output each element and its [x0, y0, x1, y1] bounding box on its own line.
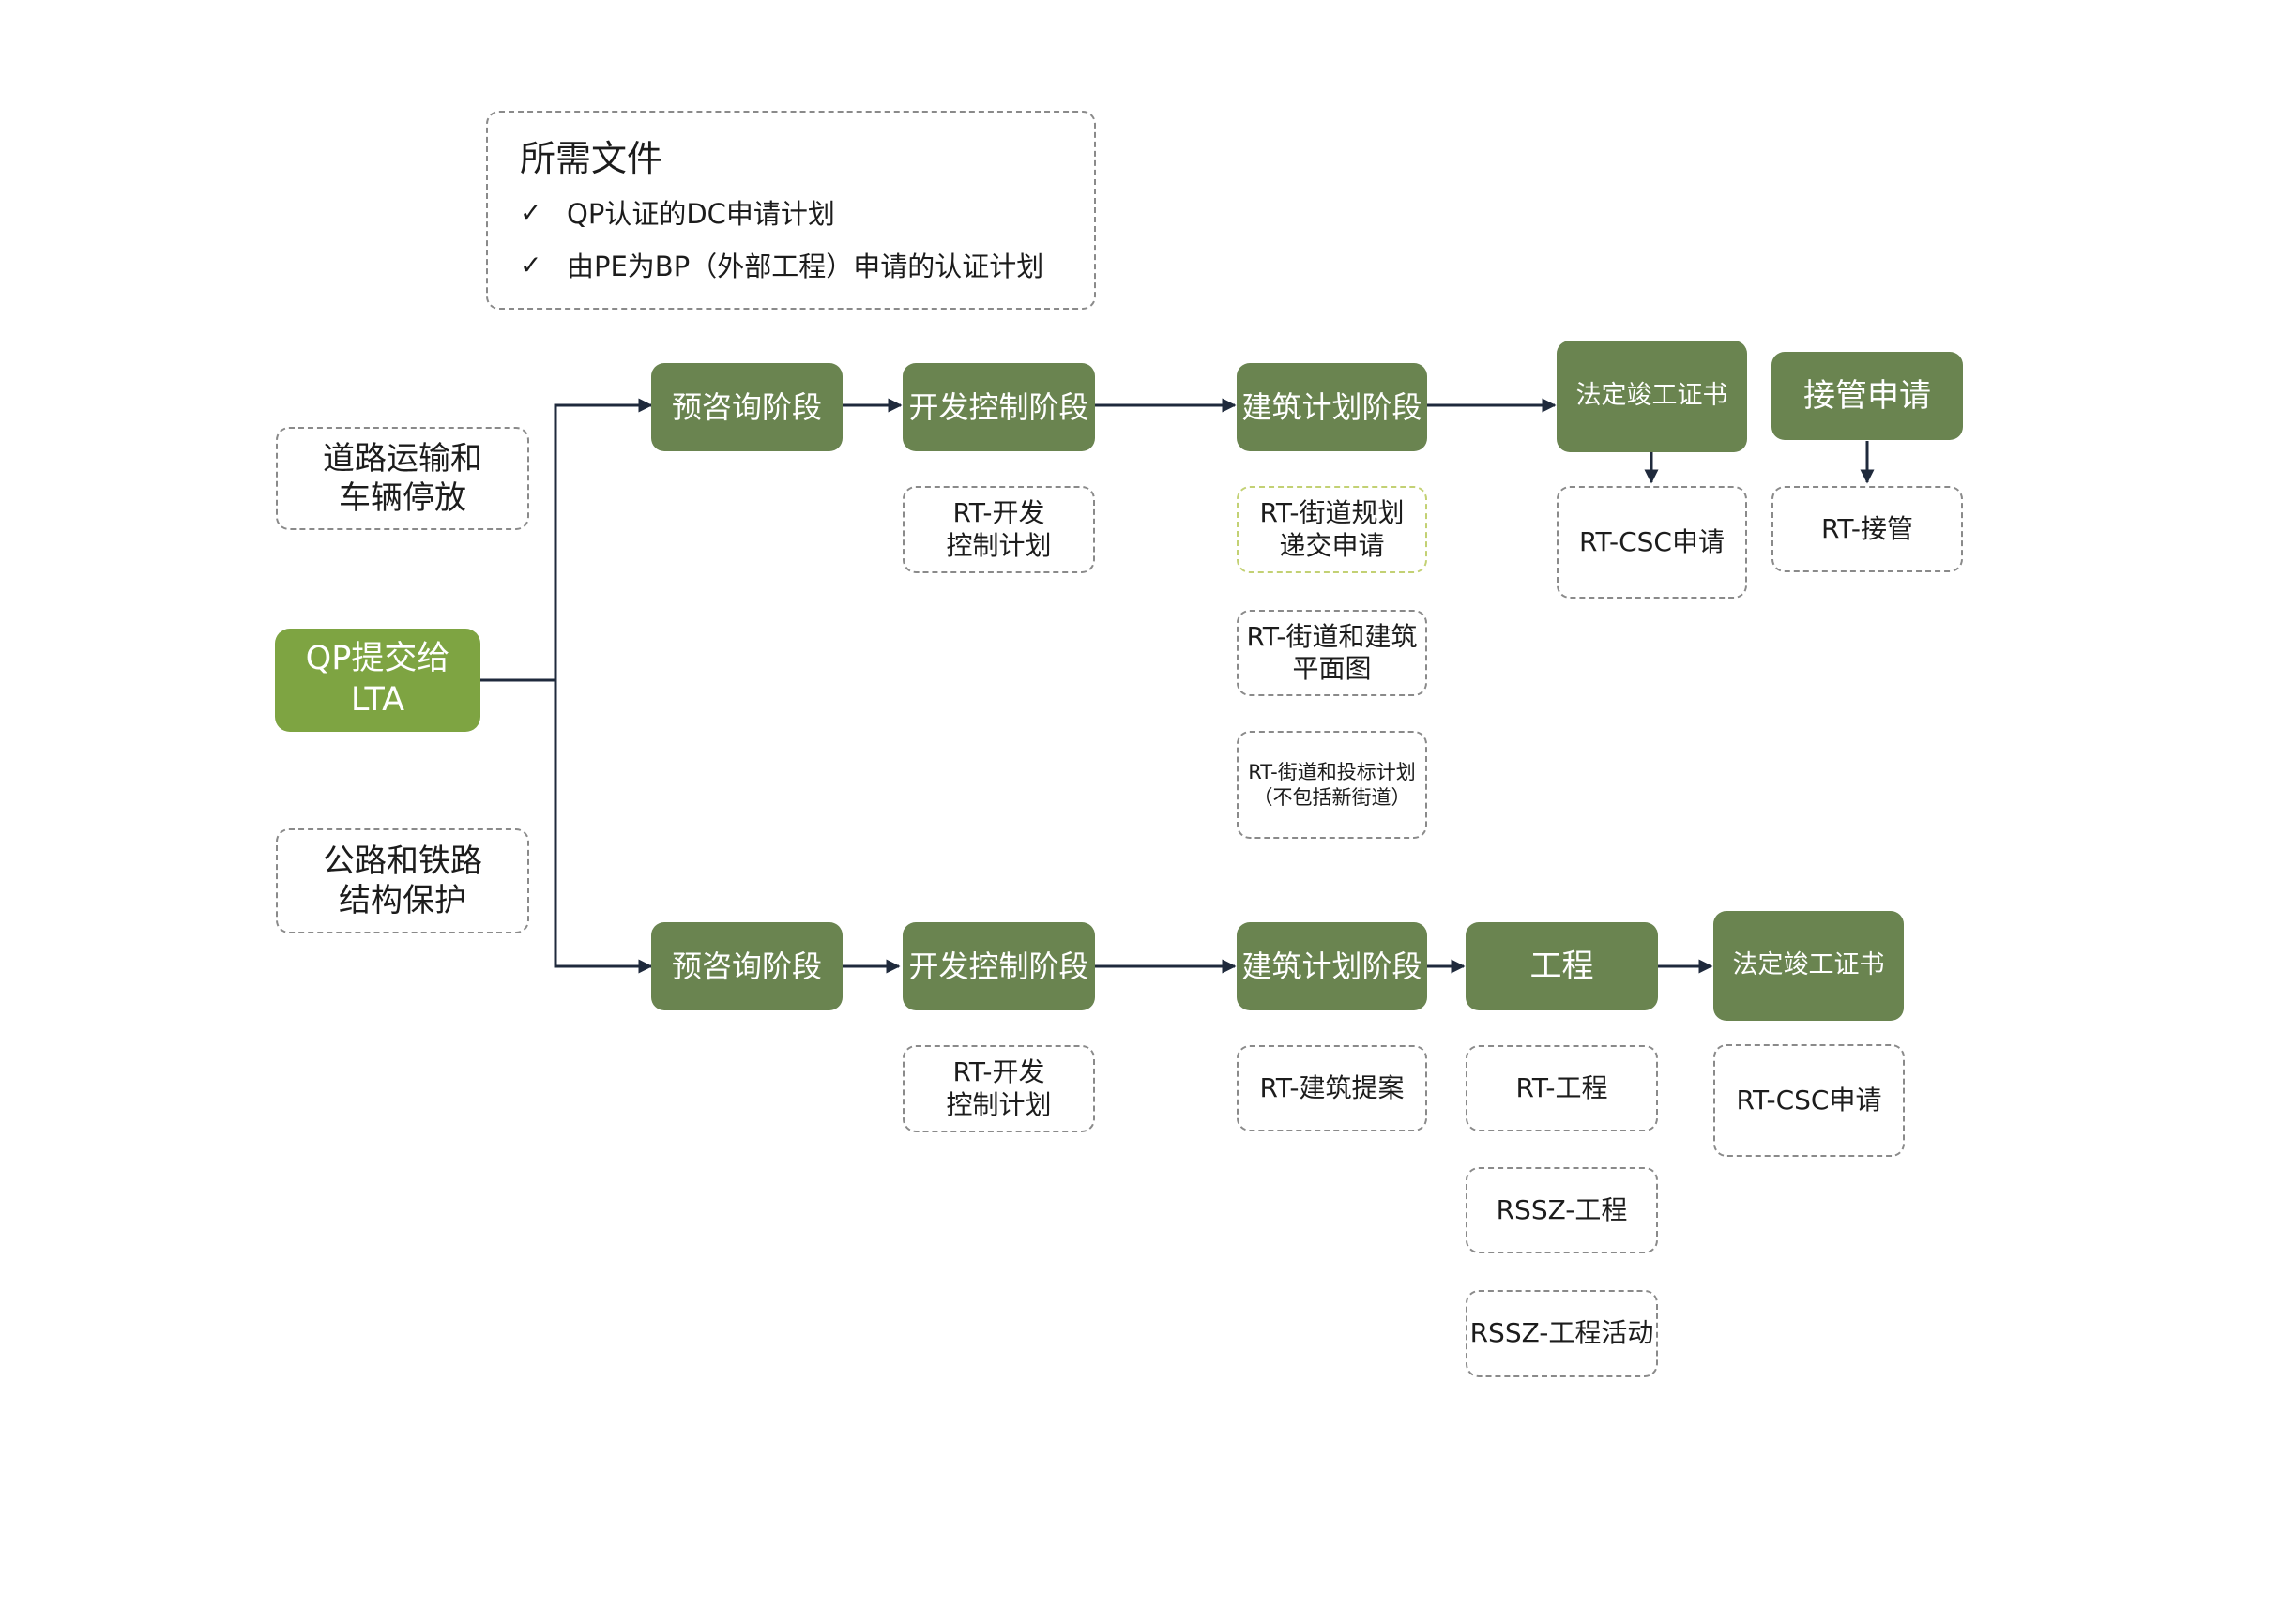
top-doc-csc: RT-CSC申请	[1557, 486, 1747, 599]
check-icon: ✓	[520, 196, 542, 228]
top-doc-dev-control: RT-开发 控制计划	[903, 486, 1095, 573]
required-documents-title: 所需文件	[520, 138, 663, 179]
top-stage-takeover: 接管申请	[1771, 352, 1963, 440]
bottom-doc-rssz-works: RSSZ-工程	[1466, 1167, 1658, 1253]
bottom-stage-building-plan: 建筑计划阶段	[1237, 922, 1427, 1010]
bottom-doc-csc: RT-CSC申请	[1713, 1044, 1905, 1157]
required-doc-item: ✓ QP认证的DC申请计划	[520, 192, 1094, 232]
bottom-stage-works: 工程	[1466, 922, 1658, 1010]
branch-bottom-arrow	[554, 680, 653, 974]
bottom-doc-works: RT-工程	[1466, 1045, 1658, 1131]
top-stage-csc: 法定竣工证书	[1557, 341, 1747, 452]
top-stage-development-control: 开发控制阶段	[903, 363, 1095, 451]
top-doc-street-plan: RT-街道规划 递交申请	[1237, 486, 1427, 573]
required-doc-text: 由PE为BP（外部工程）申请的认证计划	[567, 250, 1044, 282]
bottom-doc-building-proposal: RT-建筑提案	[1237, 1045, 1427, 1131]
origin-qp-submit-lta: QP提交给 LTA	[275, 629, 480, 732]
top-doc-street-building: RT-街道和建筑 平面图	[1237, 610, 1427, 696]
bottom-stage-development-control: 开发控制阶段	[903, 922, 1095, 1010]
top-doc-takeover: RT-接管	[1771, 486, 1963, 572]
bottom-stage-csc: 法定竣工证书	[1713, 911, 1904, 1021]
bottom-stage-pre-consultation: 预咨询阶段	[651, 922, 843, 1010]
required-doc-text: QP认证的DC申请计划	[567, 198, 835, 230]
bottom-doc-dev-control: RT-开发 控制计划	[903, 1045, 1095, 1132]
category-road-transport: 道路运输和 车辆停放	[276, 427, 529, 530]
top-doc-street-tender: RT-街道和投标计划 （不包括新街道）	[1237, 731, 1427, 839]
required-documents-panel: 所需文件 ✓ QP认证的DC申请计划 ✓ 由PE为BP（外部工程）申请的认证计划	[486, 111, 1096, 310]
top-stage-building-plan: 建筑计划阶段	[1237, 363, 1427, 451]
required-doc-item: ✓ 由PE为BP（外部工程）申请的认证计划	[520, 245, 1094, 284]
top-stage-pre-consultation: 预咨询阶段	[651, 363, 843, 451]
category-rail-protection: 公路和铁路 结构保护	[276, 828, 529, 933]
branch-top-arrow	[554, 398, 653, 680]
check-icon: ✓	[520, 249, 542, 281]
bottom-doc-rssz-activity: RSSZ-工程活动	[1466, 1290, 1658, 1377]
